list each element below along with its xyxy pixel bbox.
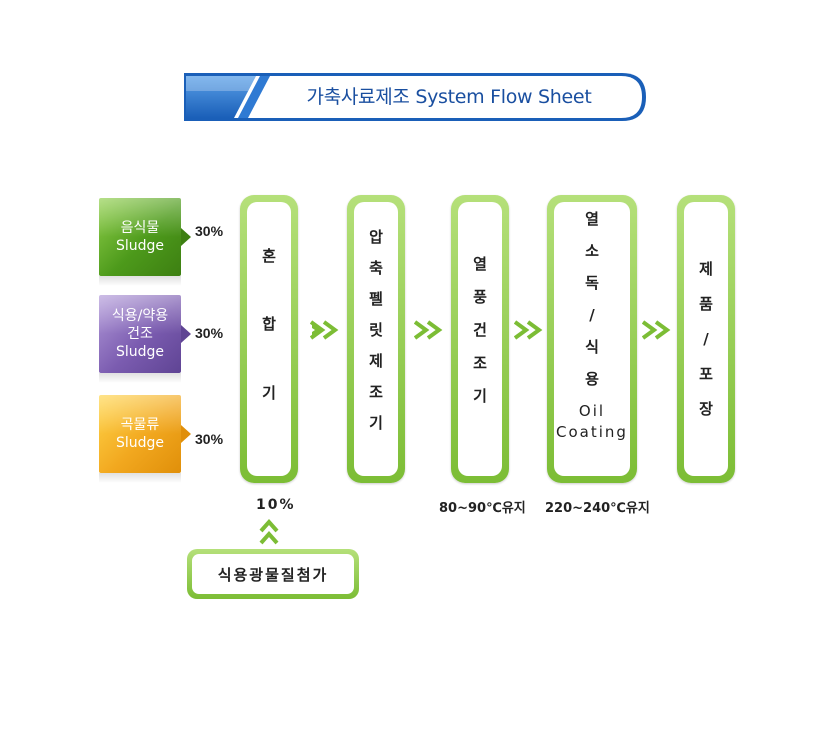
double-chevron-right-icon [514,320,543,340]
source-label: 곡물류 [120,417,160,433]
double-chevron-right-icon [414,320,443,340]
banner-shape [184,73,646,121]
process-char: 조 [473,354,487,372]
process-char: 독 [585,274,599,292]
process-char: 용 [585,370,599,388]
source-label: Sludge [115,435,165,451]
process-packaging: 제 품 / 포 장 [677,195,735,483]
process-char: 제 [699,260,713,278]
process-char: 식 [585,338,599,356]
source-box-grain: 곡물류 Sludge [99,395,181,473]
process-char: 제 [369,352,383,370]
mixer-note: 10% [256,497,296,513]
source-box-herbal: 식용/약용 건조 Sludge [99,295,181,373]
double-chevron-right-icon [310,320,339,340]
process-char: 기 [262,384,276,402]
process-dryer: 열 풍 건 조 기 [451,195,509,483]
process-char: 열 [585,210,599,228]
process-char: 건 [473,321,487,339]
process-char: / [703,330,709,348]
process-text: Coating [556,423,628,441]
process-char: 합 [262,315,276,333]
double-chevron-up-icon [259,519,279,545]
process-char: 축 [369,259,383,277]
process-char: 펠 [369,290,383,308]
pointer-icon [181,228,191,246]
process-pellet: 압 축 펠 릿 제 조 기 [347,195,405,483]
process-char: 풍 [473,288,487,306]
process-char: 품 [699,295,713,313]
source-label: 음식물 [120,220,160,236]
source-label: Sludge [115,344,165,360]
process-char: 압 [369,228,383,246]
process-coating: 열 소 독 / 식 용 Oil Coating [547,195,637,483]
percent-label: 30% [195,431,224,447]
shadow [99,276,181,286]
shadow [99,373,181,383]
process-char: 기 [369,414,383,432]
additive-box: 식용광물질첨가 [187,549,359,599]
double-chevron-right-icon [642,320,671,340]
process-char: 혼 [262,247,276,265]
process-char: 기 [473,387,487,405]
title-banner: 가축사료제조 System Flow Sheet [184,73,646,121]
pointer-icon [181,325,191,343]
source-label: 식용/약용 [111,308,169,324]
source-label: Sludge [115,238,165,254]
source-box-food: 음식물 Sludge [99,198,181,276]
process-char: 소 [585,242,599,260]
coating-note: 220~240℃유지 [545,501,650,516]
process-char: 열 [473,255,487,273]
shadow [99,473,181,483]
page-title: 가축사료제조 System Flow Sheet [306,86,592,108]
additive-label: 식용광물질첨가 [192,554,354,594]
source-label: 건조 [127,326,153,342]
dryer-note: 80~90℃유지 [439,501,526,516]
pointer-icon [181,425,191,443]
percent-label: 30% [195,223,224,239]
process-char: 포 [699,365,713,383]
percent-label: 30% [195,325,224,341]
process-char: 릿 [369,321,383,339]
process-text: Oil [578,402,606,420]
process-char: / [589,306,595,324]
process-mixer: 혼 합 기 [240,195,298,483]
process-char: 장 [699,400,713,418]
process-char: 조 [369,383,383,401]
